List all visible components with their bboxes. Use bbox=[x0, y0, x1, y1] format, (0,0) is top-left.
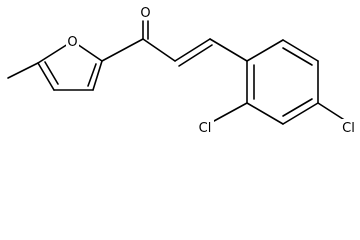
chlorine-para-label: Cl bbox=[342, 121, 355, 136]
bond-ring-c5-c6 bbox=[282, 39, 319, 62]
bond-ring-c6-c1 bbox=[246, 39, 284, 62]
chlorine-ortho-bg bbox=[196, 119, 214, 135]
bond-c5-o1 bbox=[37, 43, 69, 64]
bond-c2-c3-double bbox=[87, 63, 97, 87]
bond-beta-aryl bbox=[209, 38, 248, 62]
chlorine-ortho-label: Cl bbox=[199, 121, 212, 136]
chemical-structure-diagram: O O Cl Cl bbox=[7, 4, 358, 136]
bond-methyl-c5 bbox=[7, 62, 39, 79]
bond-c2-c3 bbox=[92, 60, 103, 91]
bond-ring-cl-para bbox=[317, 102, 347, 122]
bond-ring-inner-3 bbox=[282, 47, 313, 66]
bond-carbonyl-alpha bbox=[142, 38, 176, 62]
furan-oxygen-bg bbox=[66, 33, 79, 49]
ketone-oxygen-label: O bbox=[140, 6, 150, 21]
bond-o1-c2 bbox=[76, 43, 103, 62]
bond-furan-carbonyl bbox=[101, 38, 144, 62]
bond-alkene bbox=[174, 38, 211, 62]
bond-c4-c5 bbox=[37, 62, 55, 91]
ketone-oxygen-bg bbox=[139, 4, 152, 20]
bond-ring-inner-2 bbox=[282, 98, 313, 117]
molecule-drawing: O O Cl Cl bbox=[7, 4, 358, 136]
bond-ring-c2-c3 bbox=[246, 102, 284, 125]
chlorine-para-bg bbox=[339, 119, 358, 135]
furan-oxygen-label: O bbox=[67, 35, 77, 50]
bond-alkene-double bbox=[178, 44, 213, 67]
bond-c4-c5-double bbox=[44, 61, 59, 85]
bond-ring-cl-ortho bbox=[213, 102, 248, 122]
bond-ring-c3-c4 bbox=[282, 102, 319, 125]
